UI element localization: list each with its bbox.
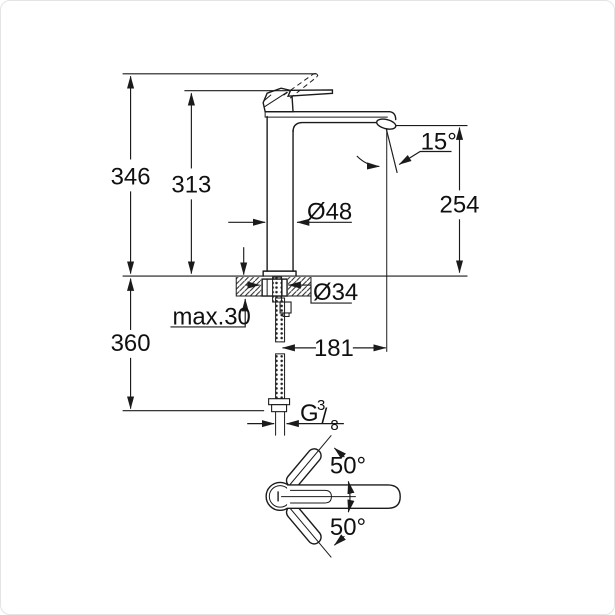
hose-upper-segment (275, 297, 286, 343)
flexible-hose (268, 297, 291, 436)
angle-arc-arrow (356, 155, 380, 170)
label-hose-length: 360 (111, 330, 151, 357)
hose-connector-nut (268, 398, 291, 406)
cartridge-seam-lines (263, 91, 288, 108)
dimension-body-diameter: Ø48 (228, 198, 352, 226)
dimension-max-thickness: max.30 (170, 247, 251, 330)
hose-lower-segment (275, 353, 286, 400)
connection-tail-tube (275, 411, 286, 436)
swing-up-arrow (333, 447, 346, 459)
lever-rotated-up (285, 434, 332, 490)
label-thread-g: G (300, 400, 319, 427)
faucet-side-view (261, 73, 397, 436)
dimension-thread: G 3 / 8 (247, 397, 344, 434)
label-swing-down: 50° (330, 514, 366, 541)
hose-connector-body (271, 404, 288, 413)
handle-cartridge (262, 87, 294, 113)
spout-top-inner-line (264, 111, 388, 118)
dimension-overall-height: 346 (111, 73, 316, 275)
dimension-hose-length: 360 (111, 277, 265, 412)
label-body-diameter: Ø48 (307, 198, 352, 225)
max-thickness-shelf (170, 298, 249, 328)
handle-top-view: 50° 50° (265, 434, 401, 558)
swing-arc (347, 480, 355, 513)
dimension-spout-height: 313 (171, 90, 290, 275)
counter-hatch-left (236, 277, 262, 297)
dimension-shank-diameter: Ø34 (246, 279, 358, 306)
countertop-section (122, 275, 468, 297)
dimension-outlet-height: 254 (395, 125, 480, 274)
label-outlet-height: 254 (440, 191, 480, 218)
angle-leader (398, 150, 452, 165)
label-overall-height: 346 (111, 163, 151, 190)
label-spout-height: 313 (171, 171, 211, 198)
handle-lever (286, 89, 334, 97)
label-thread-denominator: 8 (330, 417, 338, 434)
label-thread-slash: / (321, 405, 327, 428)
shank-label-shelf (310, 285, 352, 304)
spout-top-line (264, 110, 397, 121)
dimension-spout-reach: 181 (281, 335, 387, 362)
label-shank-diameter: Ø34 (313, 279, 358, 306)
spout-underside (292, 121, 379, 133)
label-thread-numerator: 3 (317, 397, 325, 414)
label-max-thickness: max.30 (172, 303, 250, 330)
dimension-spout-angle: 15° (356, 128, 457, 352)
body-base-flare (262, 270, 297, 277)
swing-down-arrow (333, 534, 346, 546)
label-swing-up: 50° (330, 452, 366, 479)
counter-hatch-right (288, 277, 311, 297)
aerator (376, 118, 397, 130)
label-spout-reach: 181 (314, 335, 354, 362)
angle-slant-line (385, 128, 398, 174)
label-spout-angle: 15° (421, 129, 457, 156)
